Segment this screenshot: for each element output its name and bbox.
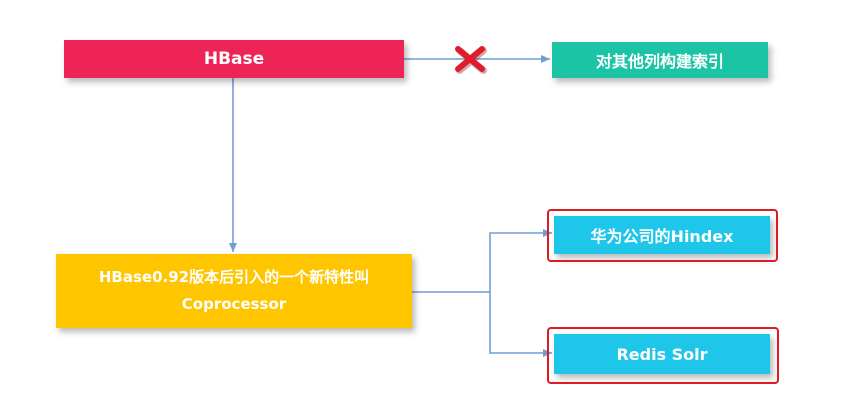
highlight-frame-hindex (547, 209, 778, 262)
node-coprocessor: HBase0.92版本后引入的一个新特性叫 Coprocessor (56, 254, 412, 328)
node-hindex: 华为公司的Hindex (554, 216, 770, 254)
node-redis-solr: Redis Solr (554, 334, 770, 374)
arrow-to-redis-solr (489, 292, 552, 357)
node-hindex-label: 华为公司的Hindex (590, 227, 734, 246)
highlight-frame-redis-solr (547, 327, 779, 384)
arrow-to-hindex (489, 229, 552, 292)
node-build-index-label: 对其他列构建索引 (595, 52, 724, 71)
node-coprocessor-line1: HBase0.92版本后引入的一个新特性叫 (98, 268, 370, 286)
cross-icon (455, 46, 487, 74)
node-hbase: HBase (64, 40, 404, 78)
node-build-index: 对其他列构建索引 (552, 42, 768, 78)
node-redis-solr-label: Redis Solr (616, 344, 708, 364)
node-hbase-label: HBase (203, 49, 265, 69)
node-coprocessor-line2: Coprocessor (181, 295, 287, 313)
